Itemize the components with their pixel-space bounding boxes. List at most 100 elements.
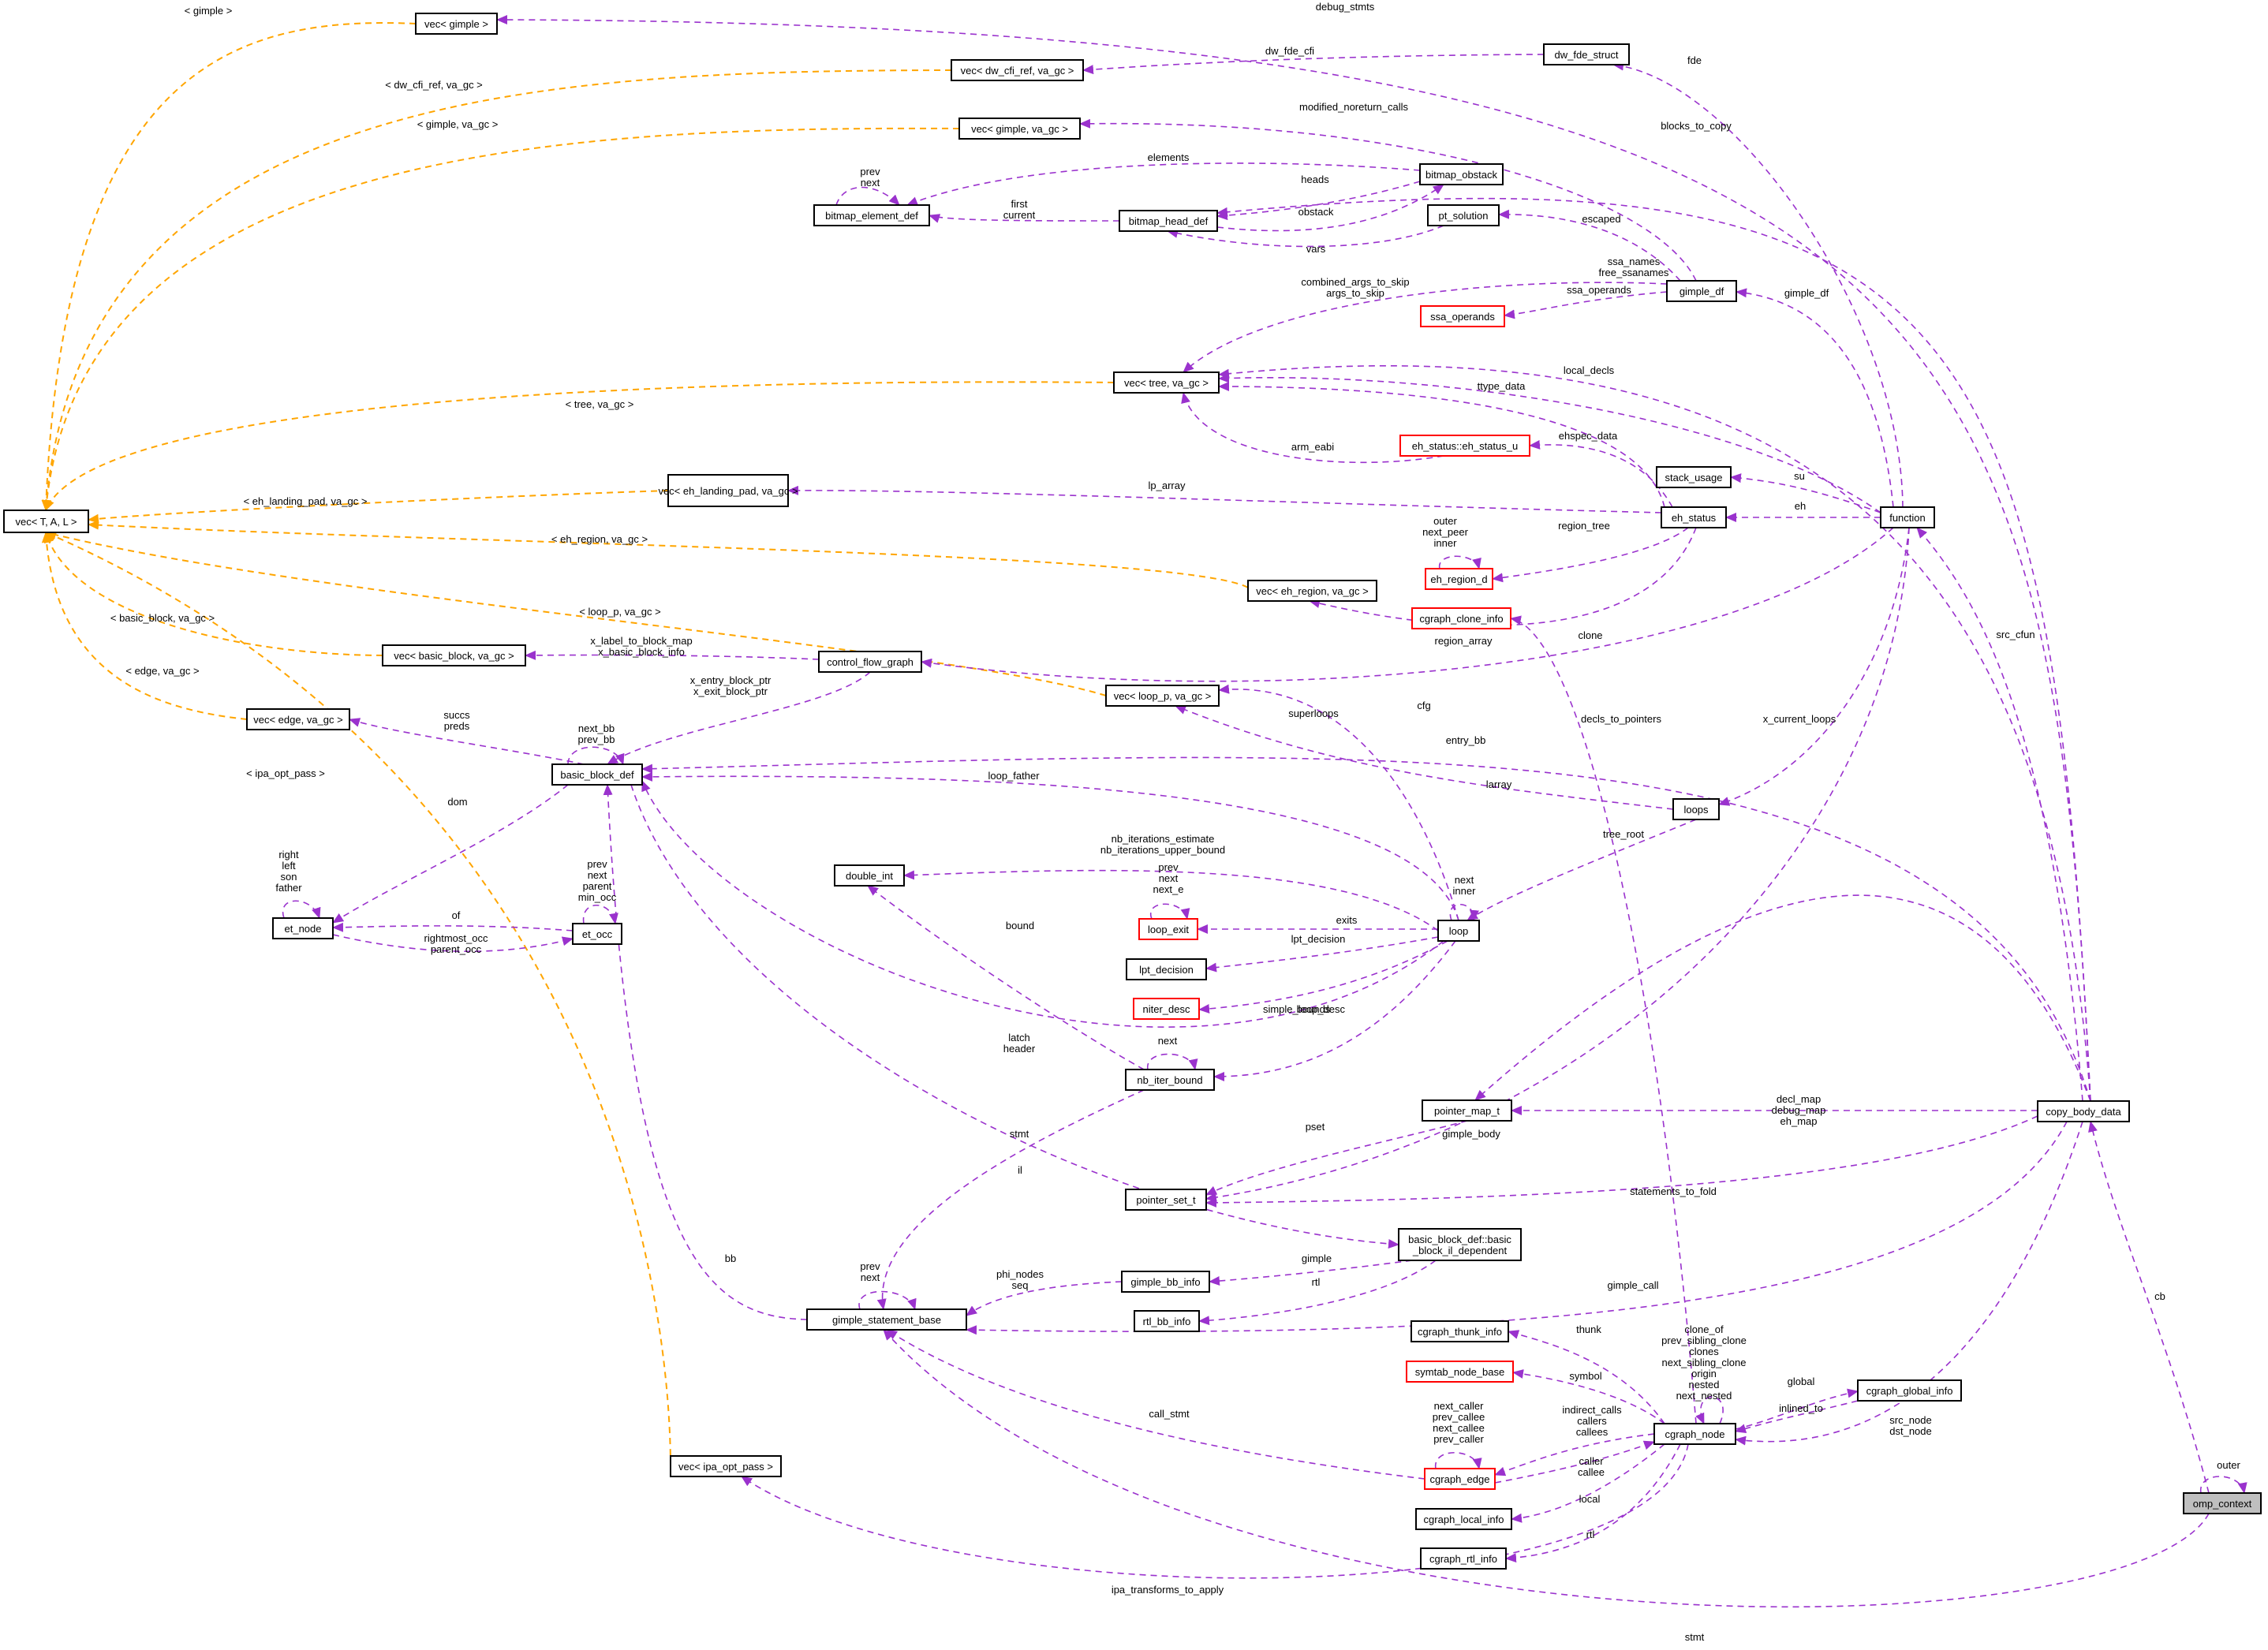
node-rtlBBInfo[interactable]: rtl_bb_info	[1134, 1310, 1200, 1332]
node-label: gimple_df	[1680, 286, 1724, 297]
edge-cgraphNode-to-cgraphNode	[1695, 1396, 1724, 1424]
node-pointerMap[interactable]: pointer_map_t	[1422, 1099, 1512, 1122]
edge-label: statements_to_fold	[1630, 1185, 1717, 1197]
edge-label: cfg	[1417, 700, 1430, 711]
node-vecDwCfi[interactable]: vec< dw_cfi_ref, va_gc >	[951, 59, 1084, 81]
edge-bbIlDep-to-rtlBBInfo	[1198, 1260, 1437, 1326]
node-bbDef[interactable]: basic_block_def	[551, 763, 643, 786]
node-nbIterBound[interactable]: nb_iter_bound	[1125, 1069, 1215, 1091]
edge-label: < eh_landing_pad, va_gc >	[244, 495, 368, 507]
node-ssaOperands[interactable]: ssa_operands	[1420, 305, 1505, 327]
node-cgraphNode[interactable]: cgraph_node	[1653, 1423, 1736, 1445]
edge-function-to-pointerSet	[1205, 527, 1910, 1203]
node-box	[415, 13, 498, 35]
node-vecBB[interactable]: vec< basic_block, va_gc >	[382, 644, 526, 666]
edge-label: superloops	[1288, 707, 1339, 719]
node-gimpleStmt[interactable]: gimple_statement_base	[806, 1308, 967, 1331]
node-loops[interactable]: loops	[1672, 798, 1720, 820]
edge-label: dst_node	[1889, 1425, 1932, 1437]
node-vecEdge[interactable]: vec< edge, va_gc >	[246, 708, 350, 730]
node-lptDecision[interactable]: lpt_decision	[1126, 958, 1207, 980]
edge-label: min_occ	[578, 891, 617, 903]
node-box	[1415, 1508, 1512, 1530]
edge-label: prev_callee	[1433, 1411, 1485, 1423]
edge-gimpleStmt-to-gimpleStmt	[858, 1290, 917, 1310]
edge-label: son	[281, 871, 297, 883]
node-label: function	[1889, 512, 1926, 524]
node-doubleInt[interactable]: double_int	[834, 864, 905, 887]
edge-function-to-loops	[1718, 527, 1910, 806]
node-bitmapObstack[interactable]: bitmap_obstack	[1419, 163, 1504, 185]
node-gimpleBBInfo[interactable]: gimple_bb_info	[1121, 1271, 1210, 1293]
node-bitmapElem[interactable]: bitmap_element_def	[813, 204, 930, 226]
node-cgraphLocal[interactable]: cgraph_local_info	[1415, 1508, 1512, 1530]
node-niterDesc[interactable]: niter_desc	[1133, 998, 1200, 1020]
node-vecLoop[interactable]: vec< loop_p, va_gc >	[1105, 685, 1220, 707]
node-label: omp_context	[2193, 1498, 2252, 1510]
edge-label: nb_iterations_estimate	[1112, 833, 1215, 845]
node-function[interactable]: function	[1880, 506, 1935, 528]
edge-label: ipa_transforms_to_apply	[1112, 1584, 1224, 1596]
node-loop[interactable]: loop	[1437, 920, 1480, 942]
node-dwFde[interactable]: dw_fde_struct	[1543, 43, 1630, 65]
node-label: et_node	[285, 923, 322, 935]
node-symtabNode[interactable]: symtab_node_base	[1406, 1361, 1514, 1383]
edge-label: dw_fde_cfi	[1265, 45, 1314, 57]
node-box	[1125, 1189, 1207, 1211]
edge-label: ttype_data	[1478, 380, 1526, 392]
edge-label: args_to_skip	[1326, 287, 1384, 299]
node-label: vec< gimple, va_gc >	[971, 123, 1068, 135]
edge-label: parent_occ	[431, 943, 482, 955]
node-label: gimple_bb_info	[1130, 1276, 1200, 1288]
node-box	[1427, 204, 1500, 226]
edge-label: src_cfun	[1996, 629, 2034, 640]
edge-label: < basic_block, va_gc >	[110, 612, 215, 624]
node-gimpleDf[interactable]: gimple_df	[1666, 280, 1737, 302]
node-cfg[interactable]: control_flow_graph	[818, 651, 922, 673]
node-cgraphGlobal[interactable]: cgraph_global_info	[1857, 1379, 1962, 1402]
node-vecTree[interactable]: vec< tree, va_gc >	[1113, 371, 1220, 394]
edge-vecLoop-to-vecTAL	[45, 530, 1107, 696]
node-cgraphClone[interactable]: cgraph_clone_info	[1411, 607, 1511, 629]
node-pointerSet[interactable]: pointer_set_t	[1125, 1189, 1207, 1211]
node-vecTAL[interactable]: vec< T, A, L >	[3, 510, 89, 533]
edge-copyBody-to-vecGimple	[496, 15, 2091, 1102]
edge-label: local_decls	[1564, 364, 1615, 376]
node-copyBody[interactable]: copy_body_data	[2037, 1100, 2130, 1122]
node-ompContext[interactable]: omp_context	[2183, 1492, 2262, 1514]
node-etOcc[interactable]: et_occ	[572, 923, 622, 945]
edge-labels-layer: < gimple >< dw_cfi_ref, va_gc >< gimple,…	[110, 1, 2241, 1643]
node-vecIpa[interactable]: vec< ipa_opt_pass >	[670, 1455, 782, 1477]
node-ehRegion[interactable]: eh_region_d	[1425, 568, 1493, 590]
node-vecEhLanding[interactable]: vec< eh_landing_pad, va_gc >	[658, 474, 798, 507]
edge-label: arm_eabi	[1291, 441, 1334, 453]
node-bitmapHead[interactable]: bitmap_head_def	[1119, 210, 1218, 232]
node-box	[3, 510, 89, 533]
node-cgraphEdge[interactable]: cgraph_edge	[1424, 1468, 1496, 1490]
edge-label: header	[1003, 1043, 1036, 1055]
node-label: _block_il_dependent	[1412, 1245, 1508, 1256]
edge-label: next_callee	[1433, 1422, 1485, 1434]
node-bbIlDep[interactable]: basic_block_def::basic_block_il_dependen…	[1398, 1228, 1522, 1261]
edge-label: thunk	[1576, 1323, 1601, 1335]
node-ehStatus[interactable]: eh_status	[1661, 506, 1727, 528]
node-loopExit[interactable]: loop_exit	[1138, 918, 1198, 940]
node-vecGimple[interactable]: vec< gimple >	[415, 13, 498, 35]
node-cgraphRtl[interactable]: cgraph_rtl_info	[1420, 1547, 1507, 1570]
edge-label: dom	[447, 796, 467, 808]
node-etNode[interactable]: et_node	[272, 917, 334, 939]
node-label: rtl_bb_info	[1143, 1316, 1191, 1327]
node-cgraphThunk[interactable]: cgraph_thunk_info	[1410, 1320, 1509, 1342]
node-ehStatusU[interactable]: eh_status::eh_status_u	[1399, 435, 1530, 457]
edge-loop-to-vecLoop	[1218, 684, 1459, 921]
edge-label: next	[1455, 874, 1474, 886]
node-label: copy_body_data	[2046, 1106, 2121, 1118]
edge-label: ssa_names	[1608, 256, 1661, 267]
node-ptSolution[interactable]: pt_solution	[1427, 204, 1500, 226]
node-stackUsage[interactable]: stack_usage	[1656, 466, 1732, 488]
node-box	[1656, 466, 1732, 488]
edge-vecEhRegion-to-vecTAL	[88, 520, 1249, 588]
node-vecEhRegion[interactable]: vec< eh_region, va_gc >	[1247, 580, 1377, 602]
node-vecGimpleGc[interactable]: vec< gimple, va_gc >	[958, 118, 1081, 140]
node-label: double_int	[846, 870, 893, 882]
